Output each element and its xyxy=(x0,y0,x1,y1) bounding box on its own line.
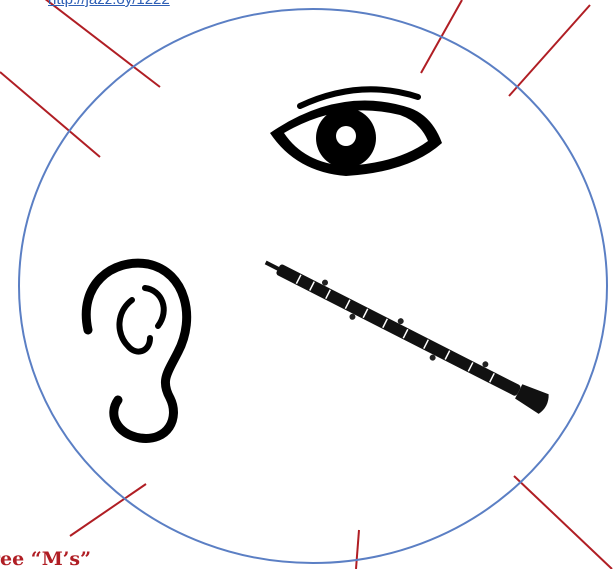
spoke-bottom-left xyxy=(70,484,146,536)
spoke-bottom-right xyxy=(514,476,612,569)
eye-icon xyxy=(270,89,442,176)
oboe-icon xyxy=(260,252,552,416)
spoke-bottom-center xyxy=(356,530,359,569)
spoke-top-right xyxy=(509,5,590,96)
header-link[interactable]: http://jazz.oy/1222 xyxy=(48,0,170,8)
ear-icon xyxy=(86,263,186,438)
diagram-caption: ree “M’s” xyxy=(0,548,91,570)
spoke-left-upper xyxy=(0,72,100,157)
spoke-top-left xyxy=(40,0,160,87)
